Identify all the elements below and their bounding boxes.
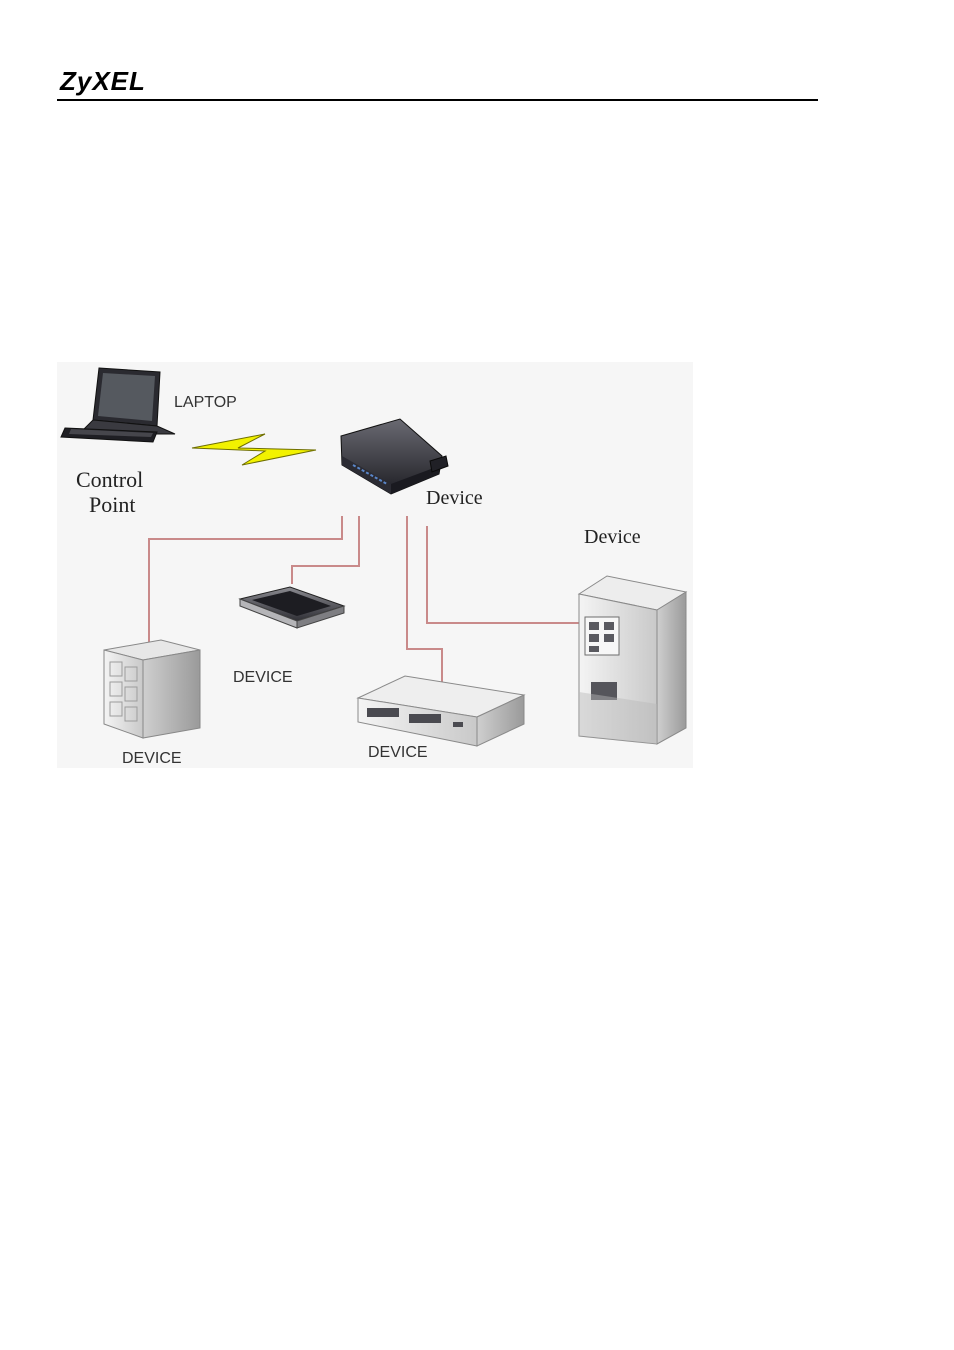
- scanner-label: DEVICE: [233, 669, 293, 686]
- router-label: Device: [426, 487, 483, 509]
- switch-label: DEVICE: [368, 744, 428, 761]
- control-point-label-line2: Point: [89, 492, 135, 517]
- tower-icon: [579, 576, 686, 744]
- control-point-label-line1: Control: [76, 467, 143, 492]
- tower-label: Device: [584, 526, 641, 548]
- laptop-label: LAPTOP: [174, 394, 237, 411]
- header-rule: [57, 99, 818, 101]
- cabinet-icon: [104, 640, 200, 738]
- zyxel-logo: ZyXEL: [60, 66, 146, 97]
- cabinet-label: DEVICE: [122, 750, 182, 767]
- network-diagram: LAPTOP Control Point Device DEVICE: [57, 362, 693, 768]
